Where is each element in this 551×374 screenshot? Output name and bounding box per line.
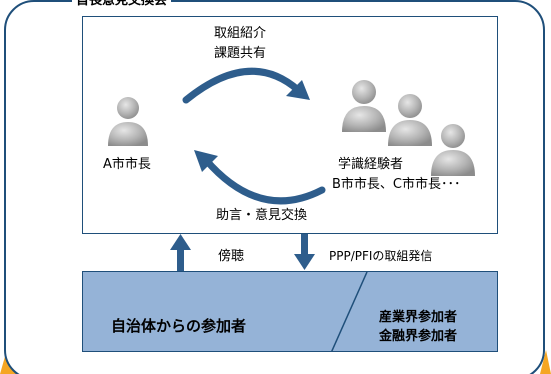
observe-label: 傍聴 xyxy=(218,249,245,264)
participants-box xyxy=(82,271,498,352)
observe-up-arrow xyxy=(170,234,191,271)
advice-arrow xyxy=(194,150,326,205)
person-group-icon xyxy=(342,80,475,176)
orange-deco-right xyxy=(540,350,551,374)
industry-participants-label: 産業界参加者 xyxy=(379,310,458,325)
experts-label-line2: B市市長、C市市長･･･ xyxy=(332,177,461,192)
share-arrow xyxy=(182,67,310,104)
share-label-line2: 課題共有 xyxy=(214,46,267,61)
finance-participants-label: 金融界参加者 xyxy=(379,329,458,344)
mayor-a-label: A市市長 xyxy=(103,157,151,172)
municipal-participants-label: 自治体からの参加者 xyxy=(111,317,247,335)
conference-title: 首長意見交換会 xyxy=(72,0,172,9)
advice-label: 助言・意見交換 xyxy=(216,208,308,223)
share-label-line1: 取組紹介 xyxy=(214,26,267,41)
dissemination-label: PPP/PFIの取組発信 xyxy=(329,249,433,263)
dissemination-down-arrow xyxy=(294,234,315,270)
person-icon xyxy=(108,97,148,146)
experts-label-line1: 学識経験者 xyxy=(338,157,404,172)
participants-divider xyxy=(331,272,368,351)
